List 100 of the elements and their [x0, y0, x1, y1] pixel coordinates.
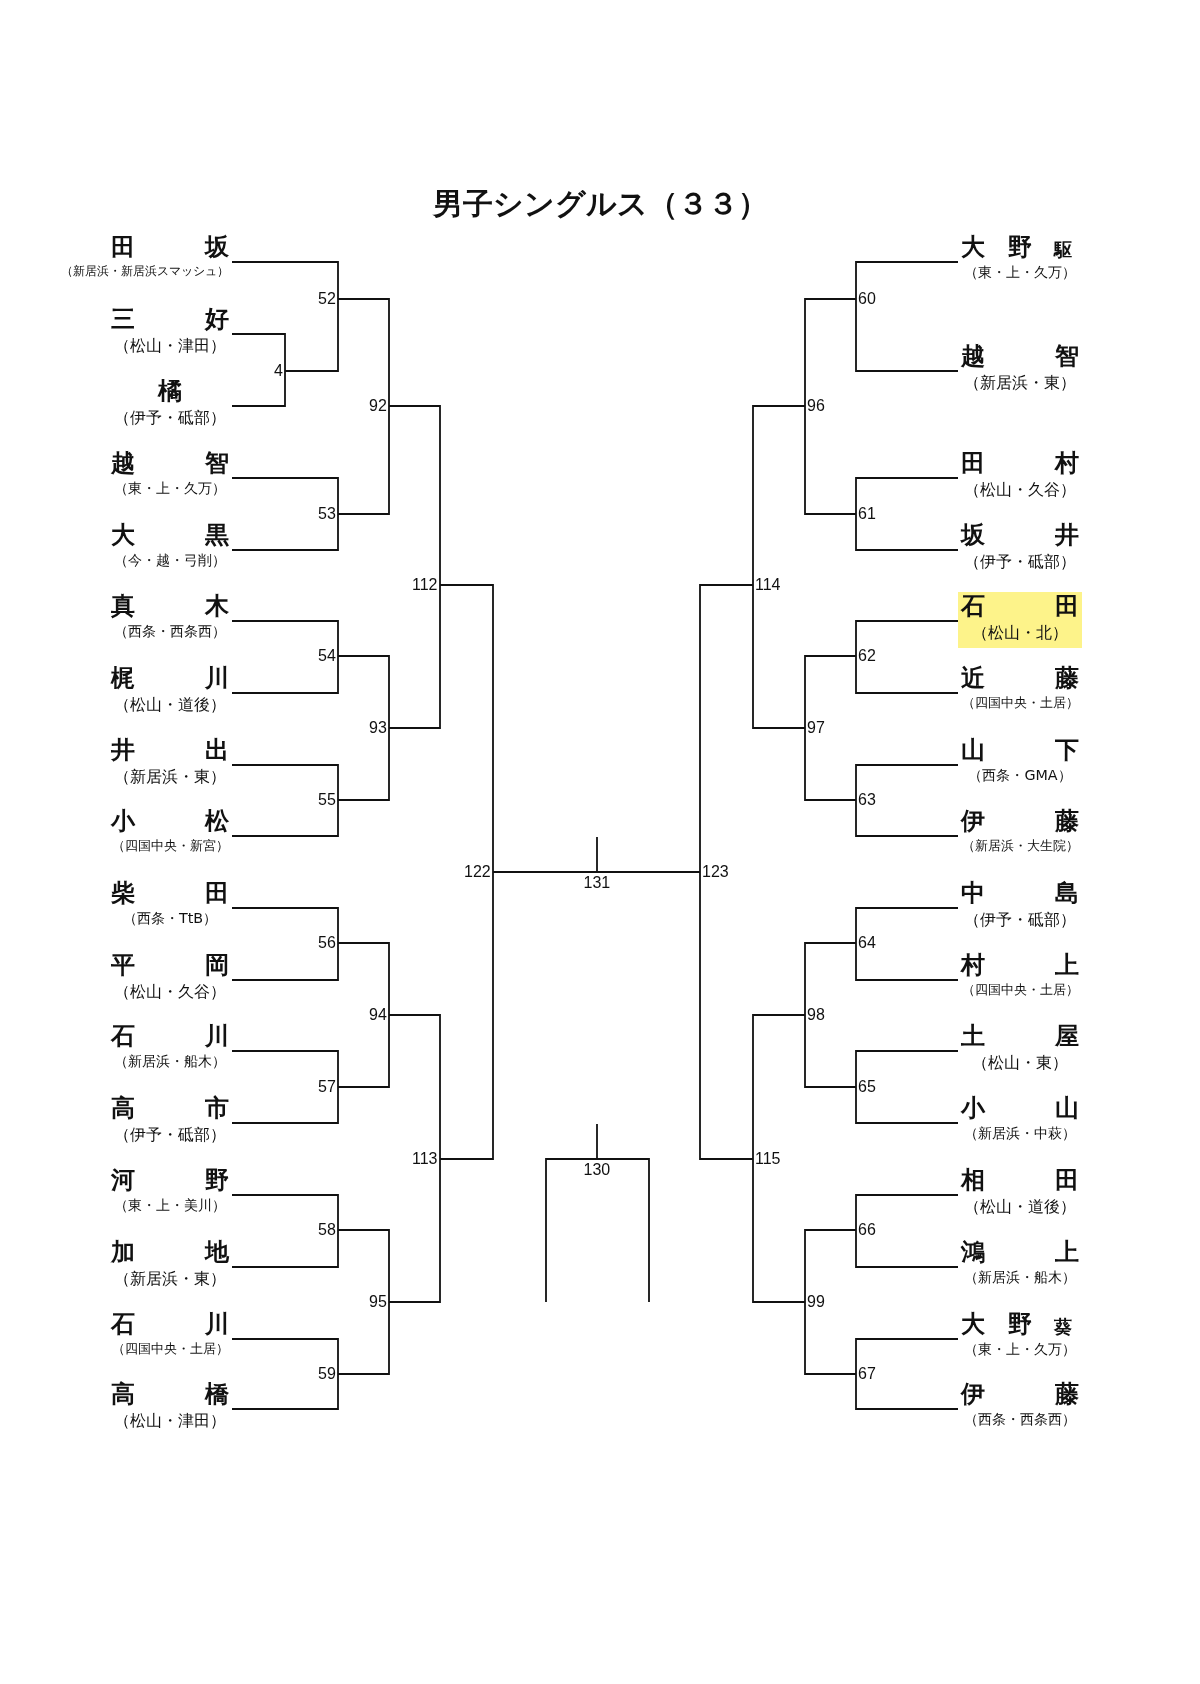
team-affiliation: （松山・津田）	[113, 1411, 227, 1431]
team-affiliation: （四国中央・新宮）	[111, 838, 229, 854]
bracket-line	[855, 907, 959, 944]
bracket-line	[231, 333, 286, 372]
team-affiliation: （西条・GMA）	[967, 767, 1073, 785]
player-name: 大野	[961, 233, 1032, 261]
match-number: 57	[318, 1078, 336, 1096]
bracket-line	[804, 298, 857, 407]
match-number: 55	[318, 791, 336, 809]
bracket-line	[855, 1229, 959, 1268]
bracket-line	[492, 871, 598, 873]
match-number: 54	[318, 647, 336, 665]
match-number: 92	[369, 397, 387, 415]
bracket-line	[231, 1373, 339, 1410]
team-affiliation: （新居浜・船木）	[963, 1269, 1077, 1287]
player-name: 相田	[961, 1166, 1079, 1194]
bracket-line	[231, 370, 286, 407]
match-number: 93	[369, 719, 387, 737]
player-name: 田坂	[111, 233, 229, 261]
bracket-line	[231, 1050, 339, 1088]
bracket-line	[545, 1158, 598, 1303]
bracket-line	[388, 405, 441, 586]
player-name: 高橋	[111, 1380, 229, 1408]
bracket-line	[337, 655, 390, 729]
bracket-line	[596, 1158, 650, 1303]
match-number: 94	[369, 1006, 387, 1024]
team-affiliation: （四国中央・土居）	[111, 1341, 229, 1357]
bracket-line	[388, 1158, 441, 1303]
bracket-line	[855, 1086, 959, 1124]
match-number: 66	[858, 1221, 876, 1239]
bracket-line	[388, 1014, 441, 1160]
player-name: 橘	[156, 377, 183, 405]
player-name: 石田	[961, 592, 1079, 620]
bracket-line	[804, 655, 857, 729]
player-name: 大黒	[111, 521, 229, 549]
bracket-line	[596, 1123, 598, 1160]
bracket-line	[855, 1338, 959, 1375]
bracket-line	[804, 727, 857, 801]
player-name: 三好	[111, 305, 229, 333]
bracket-line	[855, 799, 959, 837]
bracket-line	[388, 584, 441, 729]
team-affiliation: （西条・TtB）	[121, 910, 219, 928]
team-affiliation: （新居浜・船木）	[113, 1053, 227, 1071]
match-number: 63	[858, 791, 876, 809]
match-number: 97	[807, 719, 825, 737]
bracket-line	[337, 405, 390, 515]
team-affiliation: （松山・北）	[971, 623, 1069, 643]
player-name: 小山	[961, 1094, 1079, 1122]
team-affiliation: （四国中央・土居）	[961, 695, 1079, 711]
team-affiliation: （伊予・砥部）	[963, 552, 1077, 572]
match-number: 130	[583, 1161, 611, 1179]
bracket-line	[337, 1014, 390, 1088]
team-affiliation: （東・上・久万）	[963, 264, 1077, 282]
match-number: 60	[858, 290, 876, 308]
team-affiliation: （新居浜・東）	[113, 1269, 227, 1289]
player-name: 石川	[111, 1310, 229, 1338]
player-name: 梶川	[111, 664, 229, 692]
player-name: 小松	[111, 807, 229, 835]
player-name: 加地	[111, 1238, 229, 1266]
match-number: 123	[702, 863, 729, 881]
team-affiliation: （伊予・砥部）	[113, 1125, 227, 1145]
team-affiliation: （東・上・美川）	[113, 1197, 227, 1215]
bracket-line	[337, 298, 390, 407]
team-affiliation: （松山・道後）	[963, 1197, 1077, 1217]
match-number: 96	[807, 397, 825, 415]
player-name: 伊藤	[961, 807, 1079, 835]
bracket-line	[337, 1301, 390, 1375]
bracket-line	[855, 764, 959, 801]
bracket-line	[231, 513, 339, 551]
bracket-line	[439, 584, 494, 873]
team-affiliation: （新居浜・中萩）	[963, 1125, 1077, 1143]
team-affiliation: （新居浜・新居浜スマッシュ）	[61, 264, 229, 279]
bracket-line	[231, 1229, 339, 1268]
team-affiliation: （伊予・砥部）	[113, 408, 227, 428]
player-name: 河野	[111, 1166, 229, 1194]
match-number: 113	[412, 1150, 438, 1168]
bracket-line	[337, 727, 390, 801]
bracket-line	[752, 1158, 806, 1303]
match-number: 53	[318, 505, 336, 523]
bracket-line	[855, 1373, 959, 1410]
title: 男子シングルス（３３）	[431, 185, 769, 223]
team-affiliation: （新居浜・東）	[113, 767, 227, 787]
player-name: 石川	[111, 1022, 229, 1050]
bracket-line	[231, 1338, 339, 1375]
bracket-line	[337, 942, 390, 1016]
bracket-line	[231, 907, 339, 944]
player-name: 田村	[961, 449, 1079, 477]
team-affiliation: （東・上・久万）	[963, 1341, 1077, 1359]
match-number: 65	[858, 1078, 876, 1096]
team-affiliation: （四国中央・土居）	[961, 982, 1079, 998]
match-number: 131	[583, 874, 611, 892]
team-affiliation: （松山・久谷）	[963, 480, 1077, 500]
bracket-line	[855, 1194, 959, 1231]
bracket-line	[855, 942, 959, 981]
player-name: 中島	[961, 879, 1079, 907]
bracket-line	[231, 1194, 339, 1231]
player-name: 柴田	[111, 879, 229, 907]
match-number: 52	[318, 290, 336, 308]
bracket-line	[337, 1229, 390, 1303]
team-affiliation: （松山・津田）	[113, 336, 227, 356]
